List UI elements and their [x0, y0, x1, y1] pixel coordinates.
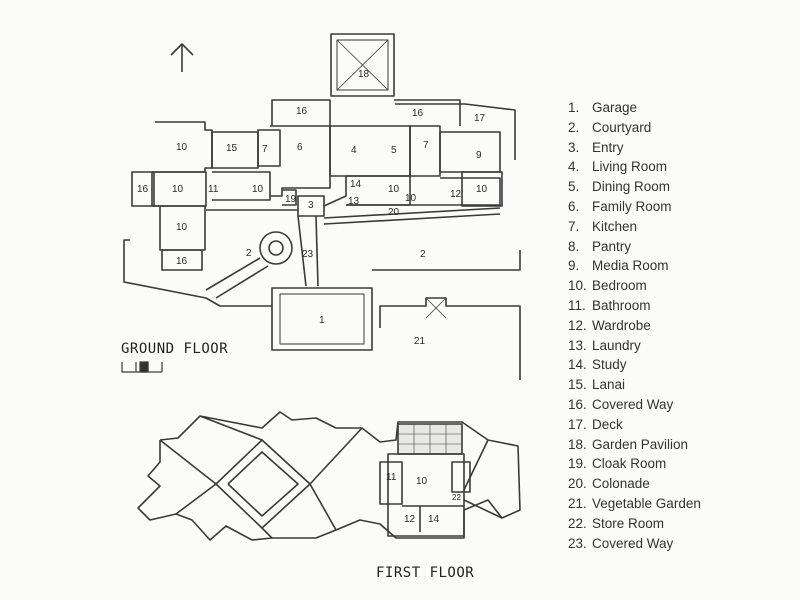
legend-item: 23.Covered Way: [568, 535, 674, 551]
room-label: 7: [423, 140, 429, 151]
room-label: 10: [476, 184, 488, 195]
room-label: 14: [428, 514, 440, 525]
legend-item: 12.Wardrobe: [568, 317, 651, 333]
room-label: 21: [414, 336, 426, 347]
legend-item: 16.Covered Way: [568, 396, 674, 412]
legend-item: 4.Living Room: [568, 159, 668, 175]
legend-item: 10.Bedroom: [568, 278, 647, 294]
room-label: 11: [208, 184, 219, 195]
room-label: 10: [252, 184, 264, 195]
room-label: 16: [137, 184, 149, 195]
room-label: 23: [302, 249, 314, 260]
legend-item: 11.Bathroom: [568, 297, 651, 313]
room-label: 10: [405, 193, 417, 204]
room-label: 17: [474, 113, 486, 124]
legend-item: 21.Vegetable Garden: [568, 495, 701, 511]
room-label: 20: [388, 207, 400, 218]
room-label: 14: [350, 179, 362, 190]
room-label: 4: [351, 145, 357, 156]
legend-item: 19.Cloak Room: [568, 456, 667, 472]
room-label: 2: [420, 249, 426, 260]
room-label: 12: [450, 189, 462, 200]
room-label: 7: [262, 144, 268, 155]
room-legend: 1.Garage 2.Courtyard 3.Entry 4.Living Ro…: [568, 100, 701, 555]
room-label: 6: [297, 142, 303, 153]
legend-item: 22.Store Room: [568, 515, 665, 531]
room-label: 15: [226, 143, 238, 154]
room-label: 10: [416, 476, 428, 487]
room-label: 18: [358, 69, 370, 80]
room-label: 1: [319, 315, 325, 326]
room-label: 10: [176, 142, 188, 153]
first-floor-rooms-outline: [379, 423, 471, 537]
scale-bar: [121, 361, 163, 373]
vegetable-garden-outline: [379, 297, 521, 380]
courtyard-features: [123, 215, 521, 307]
room-label: 16: [412, 108, 424, 119]
ground-floor-main-outline: [151, 121, 503, 251]
first-floor-label: FIRST FLOOR: [376, 565, 475, 581]
room-label: 10: [176, 222, 188, 233]
legend-item: 14.Study: [568, 357, 627, 373]
room-label: 2: [246, 248, 252, 259]
legend-item: 6.Family Room: [568, 198, 672, 214]
room-label: 9: [476, 150, 482, 161]
legend-item: 3.Entry: [568, 139, 624, 155]
legend-item: 13.Laundry: [568, 337, 641, 353]
legend-item: 7.Kitchen: [568, 218, 638, 234]
room-label: 13: [348, 196, 360, 207]
legend-item: 15.Lanai: [568, 377, 626, 393]
legend-item: 20.Colonade: [568, 476, 650, 492]
legend-item: 18.Garden Pavilion: [568, 436, 689, 452]
room-label: 19: [285, 194, 297, 205]
room-label: 5: [391, 145, 397, 156]
north-arrow-icon: [170, 43, 194, 72]
legend-item: 9.Media Room: [568, 258, 669, 274]
room-label: 16: [176, 256, 188, 267]
garage-outline: [271, 287, 373, 351]
legend-item: 2.Courtyard: [568, 119, 652, 135]
ground-floor-label: GROUND FLOOR: [121, 341, 229, 357]
room-label: 16: [296, 106, 308, 117]
legend-item: 17.Deck: [568, 416, 623, 432]
room-label: 10: [388, 184, 400, 195]
legend-item: 8.Pantry: [568, 238, 632, 254]
garden-pavilion-outline: [330, 33, 395, 97]
room-label: 3: [308, 200, 314, 211]
room-label: 10: [172, 184, 184, 195]
room-label: 12: [404, 514, 416, 525]
room-label: 22: [452, 493, 461, 502]
legend-item: 1.Garage: [568, 100, 638, 115]
room-label: 11: [386, 472, 397, 483]
legend-item: 5.Dining Room: [568, 179, 671, 195]
